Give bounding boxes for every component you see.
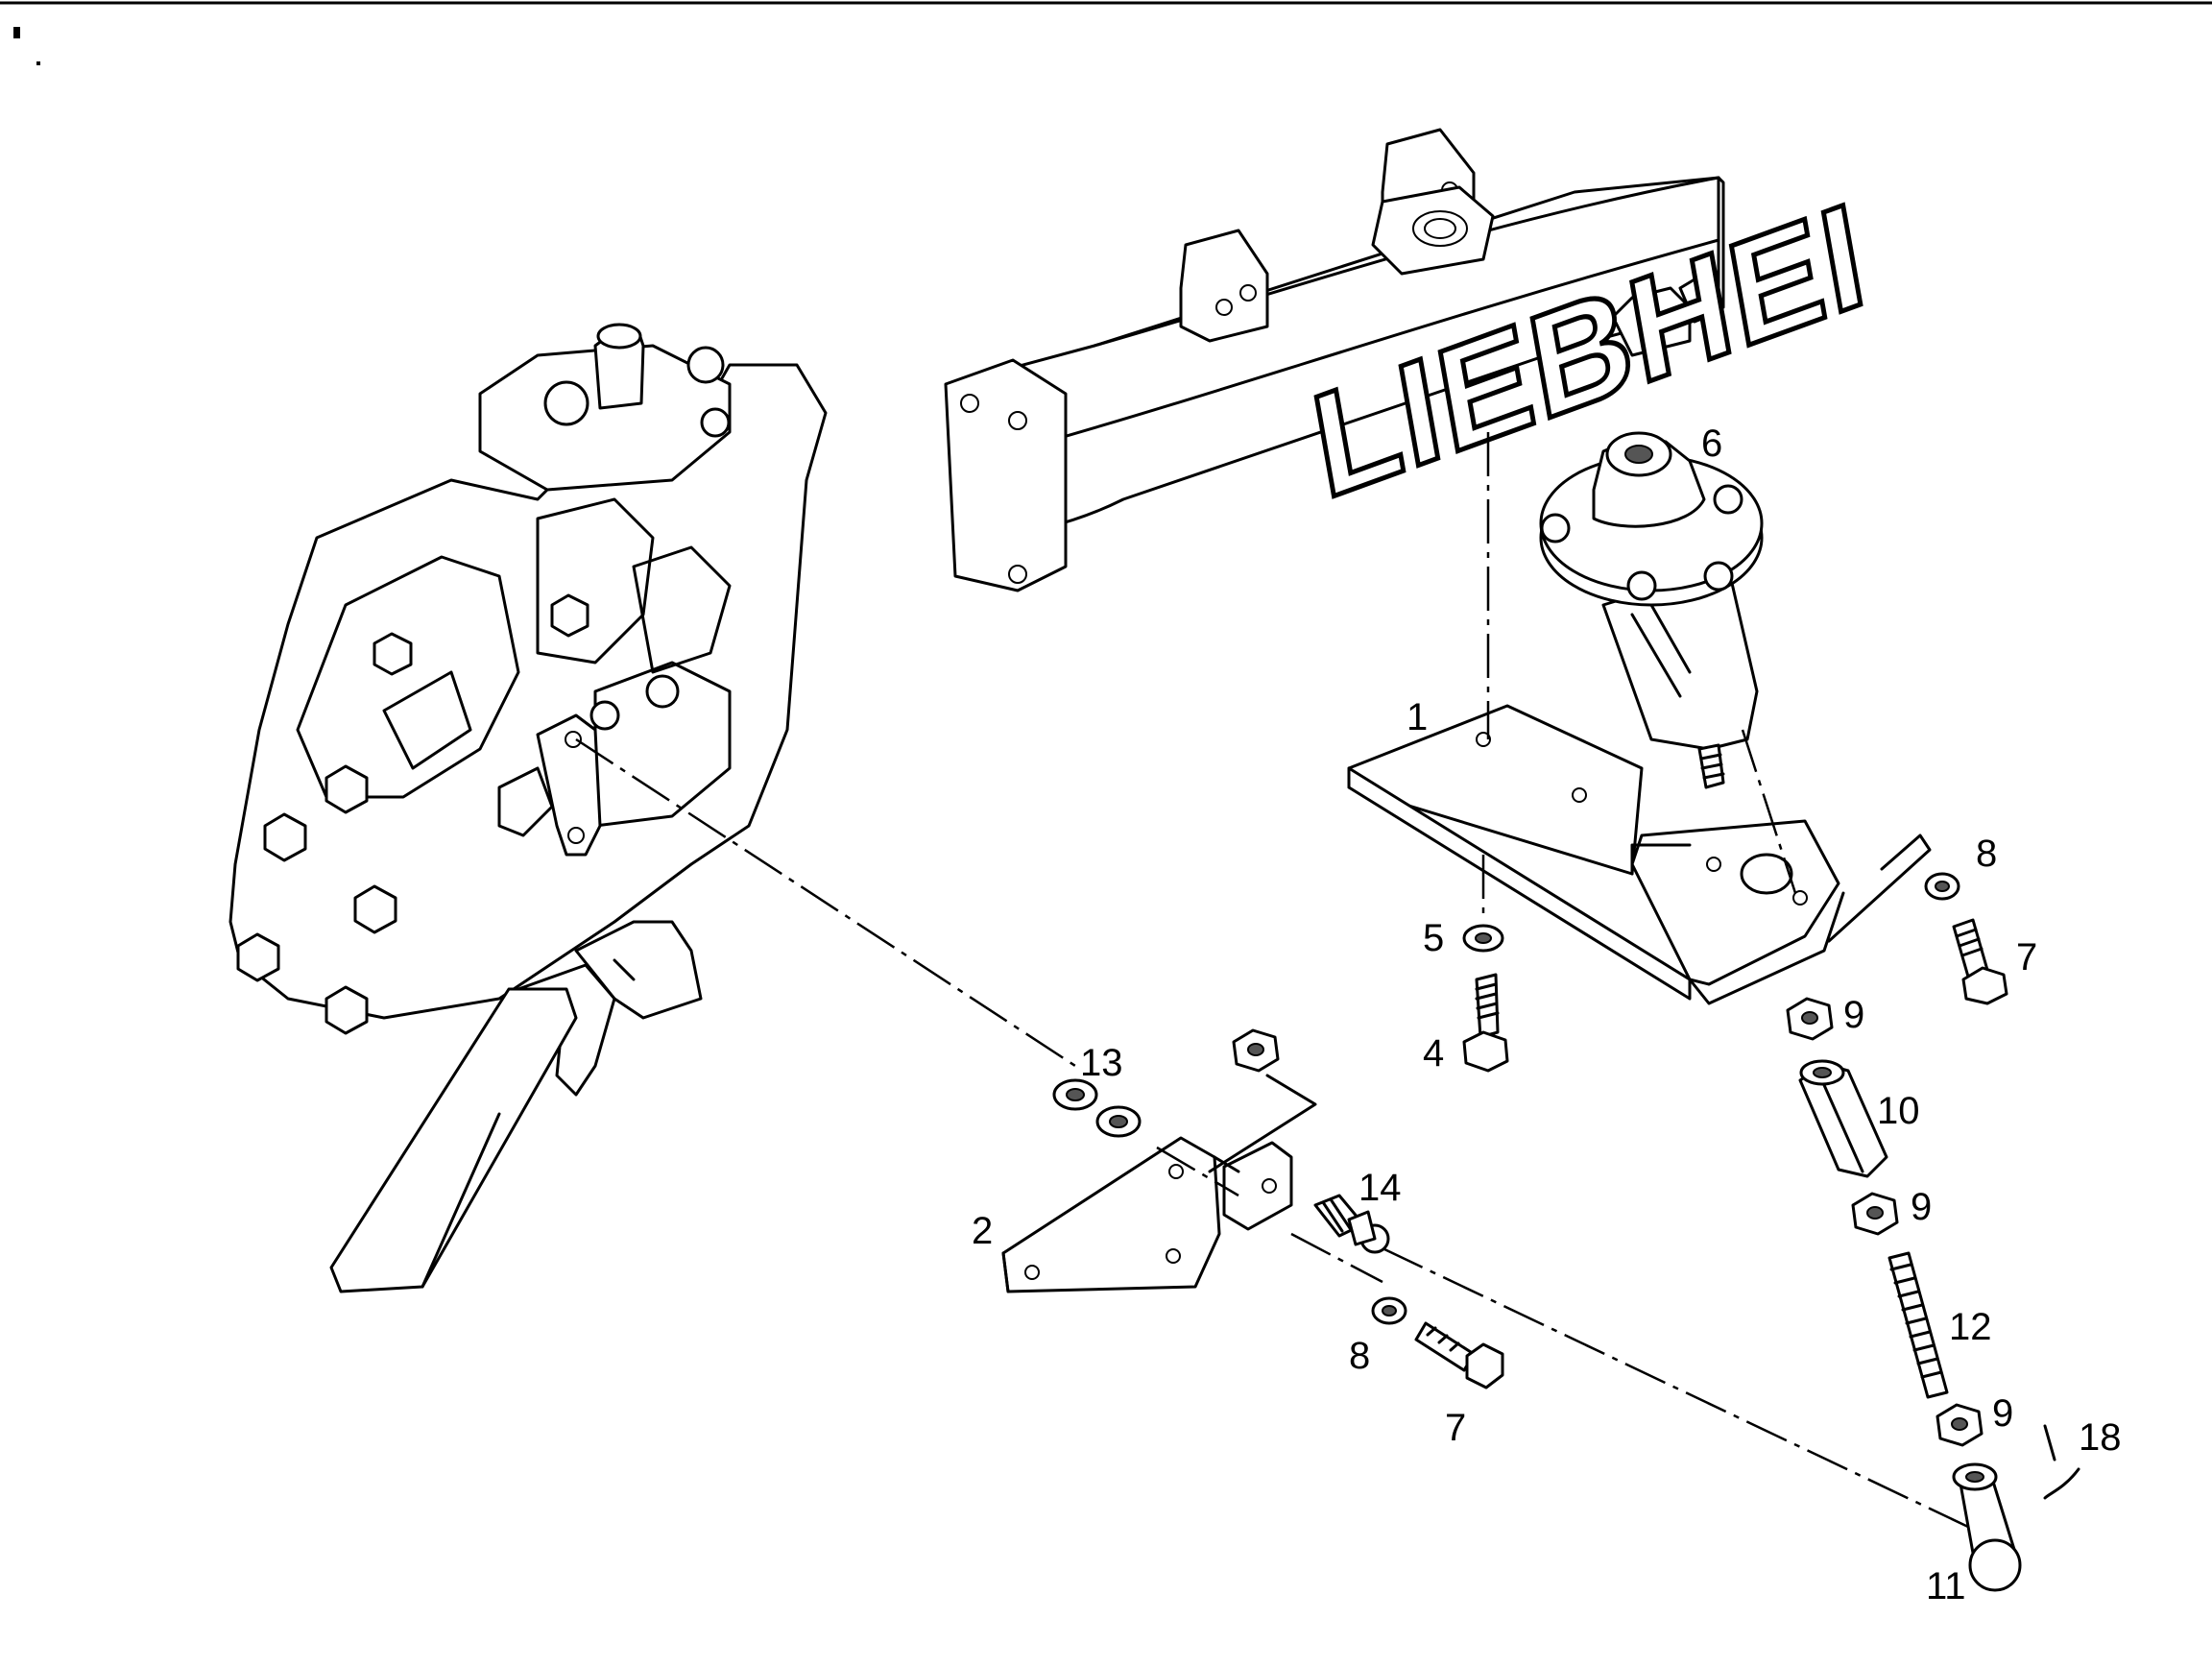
nut-9-bottom [1936,1403,1984,1447]
callout-7-bottom: 7 [1445,1407,1466,1449]
callout-9-bottom: 9 [1992,1392,2013,1435]
leader-lines [575,432,2080,1529]
washer-5 [1462,924,1504,953]
callout-7-right: 7 [2016,936,2037,978]
callout-18: 18 [2079,1416,2122,1459]
callout-12: 12 [1949,1306,1992,1348]
callout-13: 13 [1080,1042,1123,1084]
callout-10: 10 [1877,1090,1920,1132]
callout-8-bottom: 8 [1349,1335,1370,1377]
callout-1: 1 [1407,696,1428,738]
callout-8-right: 8 [1976,833,1997,875]
bolt-7-bottom [1414,1321,1504,1389]
mounting-bracket-1 [1347,704,1845,1005]
callout-9-top: 9 [1843,994,1864,1036]
callout-2: 2 [972,1210,993,1252]
nut-9-middle [1851,1192,1899,1236]
callout-9-middle: 9 [1911,1186,1932,1228]
washer-8-bottom [1371,1296,1407,1325]
callout-6: 6 [1701,423,1722,465]
callout-5: 5 [1423,917,1444,959]
callout-14: 14 [1358,1167,1402,1209]
small-hardware-parts [1052,872,2022,1592]
injection-pump-assembly [228,323,828,1293]
washer-8-right [1924,872,1960,901]
washer-13-a [1052,1078,1098,1111]
nut-9-top [1786,997,1834,1041]
bolt-4 [1462,973,1509,1073]
diaphragm-actuator-6 [1539,431,1764,789]
nut-bracket-2 [1232,1028,1280,1073]
lever-bracket-2 [1001,1136,1293,1293]
callout-labels: 1 2 4 5 6 7 7 8 8 9 9 9 10 11 12 13 14 1… [972,423,2122,1607]
spacer-10 [1798,1059,1888,1178]
corner-specks [13,27,40,65]
callout-4: 4 [1423,1032,1444,1075]
washer-13-b [1095,1105,1142,1138]
callout-11: 11 [1926,1565,1966,1607]
bolt-7-right [1952,918,2008,1005]
threaded-rod-12 [1887,1251,1949,1399]
ball-socket-11 [1952,1462,2022,1592]
ball-stud-14 [1313,1194,1390,1254]
